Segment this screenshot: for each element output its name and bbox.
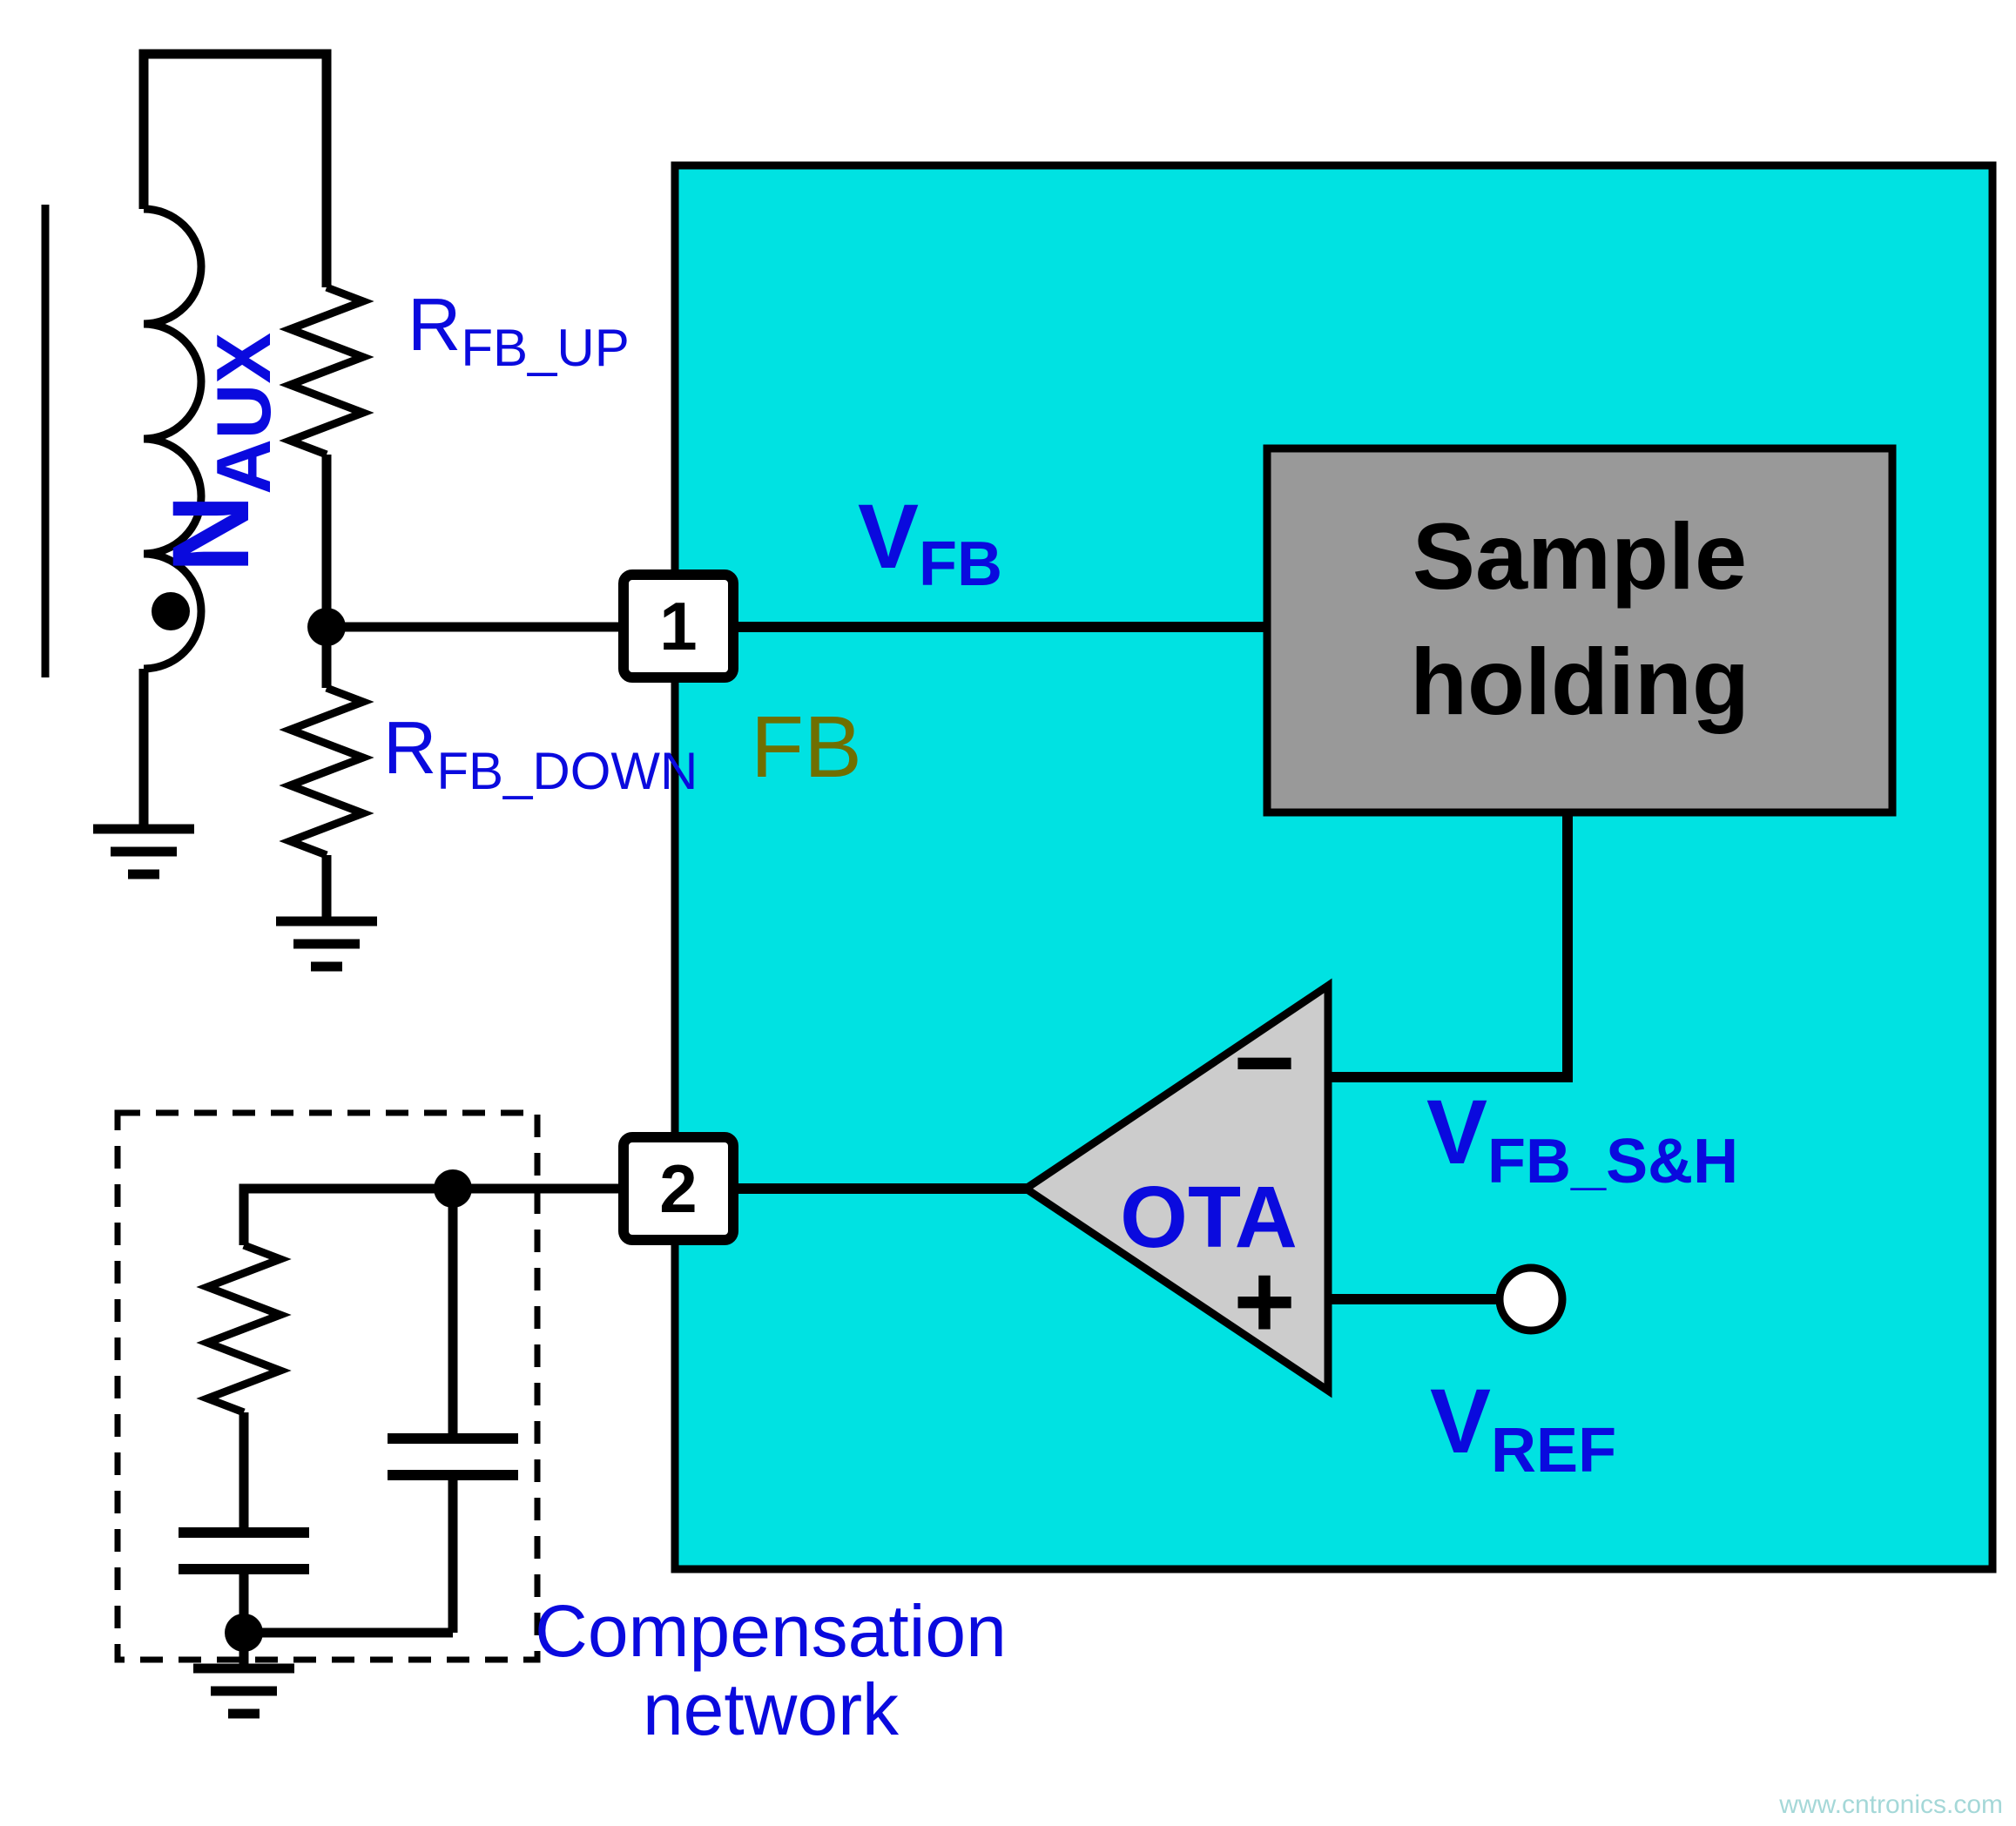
junction-dot-divider <box>307 608 346 646</box>
rfb-down-label: RFB_DOWN <box>383 707 698 800</box>
wire-pin2-to-network <box>239 1183 624 1245</box>
ota-plus-input-sign: + <box>1233 1242 1295 1360</box>
compensation-label-line1: Compensation <box>535 1590 1007 1672</box>
compensation-label-line2: network <box>643 1668 900 1750</box>
ground-symbol-winding <box>93 829 194 874</box>
pin-1: 1 <box>618 569 738 683</box>
naux-label: NAUX <box>151 333 287 573</box>
resistor-rfb-up <box>279 283 374 459</box>
wire-sample-to-ota-minus <box>1328 812 1573 1082</box>
compensation-dashed-box <box>114 1109 541 1663</box>
pin2-number: 2 <box>659 1150 697 1227</box>
fb-pin-label: FB <box>751 698 862 796</box>
vref-label: VREF <box>1430 1371 1616 1486</box>
ota-minus-input-sign: − <box>1233 1003 1295 1122</box>
rfb-up-label: RFB_UP <box>408 284 630 377</box>
winding-polarity-dot <box>152 592 190 630</box>
ground-symbol-divider <box>276 921 377 967</box>
pin1-number: 1 <box>659 588 697 664</box>
ic-block <box>671 161 1997 1573</box>
vfb-label: VFB <box>858 486 1002 599</box>
aux-winding-coil <box>143 205 206 673</box>
pin-2: 2 <box>618 1132 738 1245</box>
ota-label: OTA <box>1120 1169 1298 1266</box>
sample-holding-label-line1: Sample <box>1413 503 1747 609</box>
ota-amplifier-triangle <box>1018 978 1332 1398</box>
ground-symbol-compensation <box>193 1668 294 1714</box>
resistor-rfb-down <box>279 684 374 859</box>
pin1-box <box>618 569 738 683</box>
aux-winding-circuit <box>41 49 624 967</box>
sample-holding-label-line2: holding <box>1410 629 1750 734</box>
watermark: www.cntronics.com <box>1778 1790 2003 1819</box>
pin2-box <box>618 1132 738 1245</box>
junction-dot-network-top <box>434 1169 472 1208</box>
vfb-sh-label: VFB_S&H <box>1426 1081 1738 1196</box>
vref-terminal <box>1495 1263 1567 1335</box>
resistor-compensation <box>196 1241 292 1417</box>
sample-holding-block <box>1263 444 1897 817</box>
junction-dot-network-bottom <box>225 1614 263 1652</box>
compensation-network <box>114 1109 624 1714</box>
wire-top <box>138 49 332 287</box>
